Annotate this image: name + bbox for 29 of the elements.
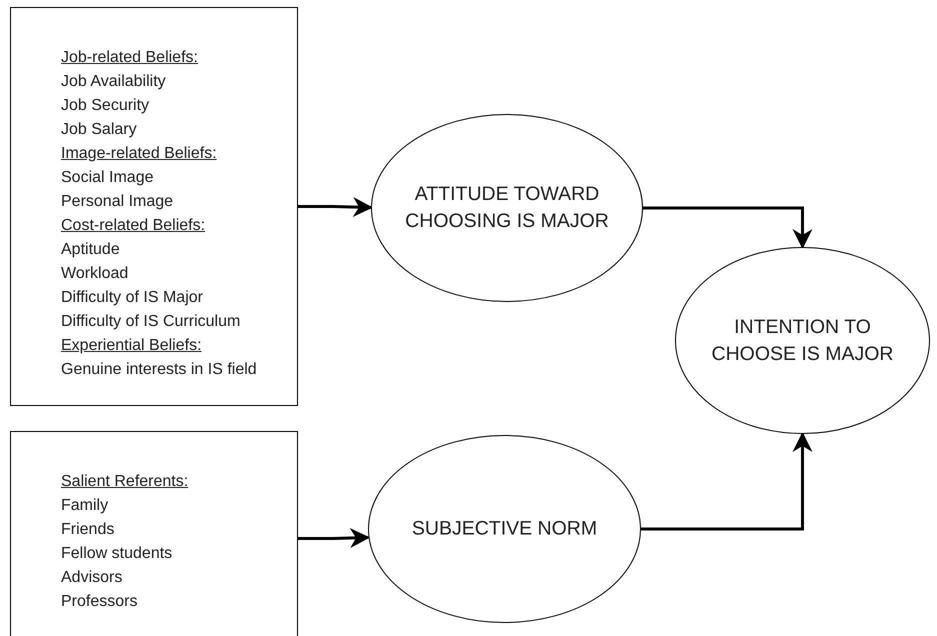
- belief-item: Genuine interests in IS field: [61, 360, 257, 380]
- arrow: [298, 197, 373, 218]
- category-heading: Experiential Beliefs:: [61, 336, 202, 356]
- factor-box: [10, 431, 298, 636]
- belief-item: Difficulty of IS Curriculum: [61, 312, 240, 332]
- belief-item: Personal Image: [61, 192, 174, 212]
- belief-item: Family: [61, 496, 108, 516]
- belief-item: Professors: [61, 592, 138, 612]
- belief-item: Social Image: [61, 168, 154, 188]
- factor-box: [10, 7, 298, 406]
- arrow: [298, 528, 370, 548]
- belief-item: Job Availability: [61, 72, 166, 92]
- category-heading: Salient Referents:: [61, 472, 188, 492]
- belief-item: Workload: [61, 264, 128, 284]
- belief-item: Job Salary: [61, 120, 137, 140]
- belief-item: Friends: [61, 520, 114, 540]
- belief-item: Difficulty of IS Major: [61, 288, 203, 308]
- construct-label: ATTITUDE TOWARD CHOOSING IS MAJOR: [404, 182, 610, 234]
- category-heading: Cost-related Beliefs:: [61, 216, 206, 236]
- belief-item: Fellow students: [61, 544, 172, 564]
- arrow: [641, 432, 812, 530]
- category-heading: Image-related Beliefs:: [61, 144, 217, 164]
- category-heading: Job-related Beliefs:: [61, 48, 198, 68]
- construct-label: INTENTION TO CHOOSE IS MAJOR: [710, 314, 895, 366]
- belief-item: Job Security: [61, 96, 150, 116]
- arrow: [643, 206, 812, 249]
- construct-label: SUBJECTIVE NORM: [410, 516, 598, 542]
- belief-item: Advisors: [61, 568, 122, 588]
- belief-item: Aptitude: [61, 240, 120, 260]
